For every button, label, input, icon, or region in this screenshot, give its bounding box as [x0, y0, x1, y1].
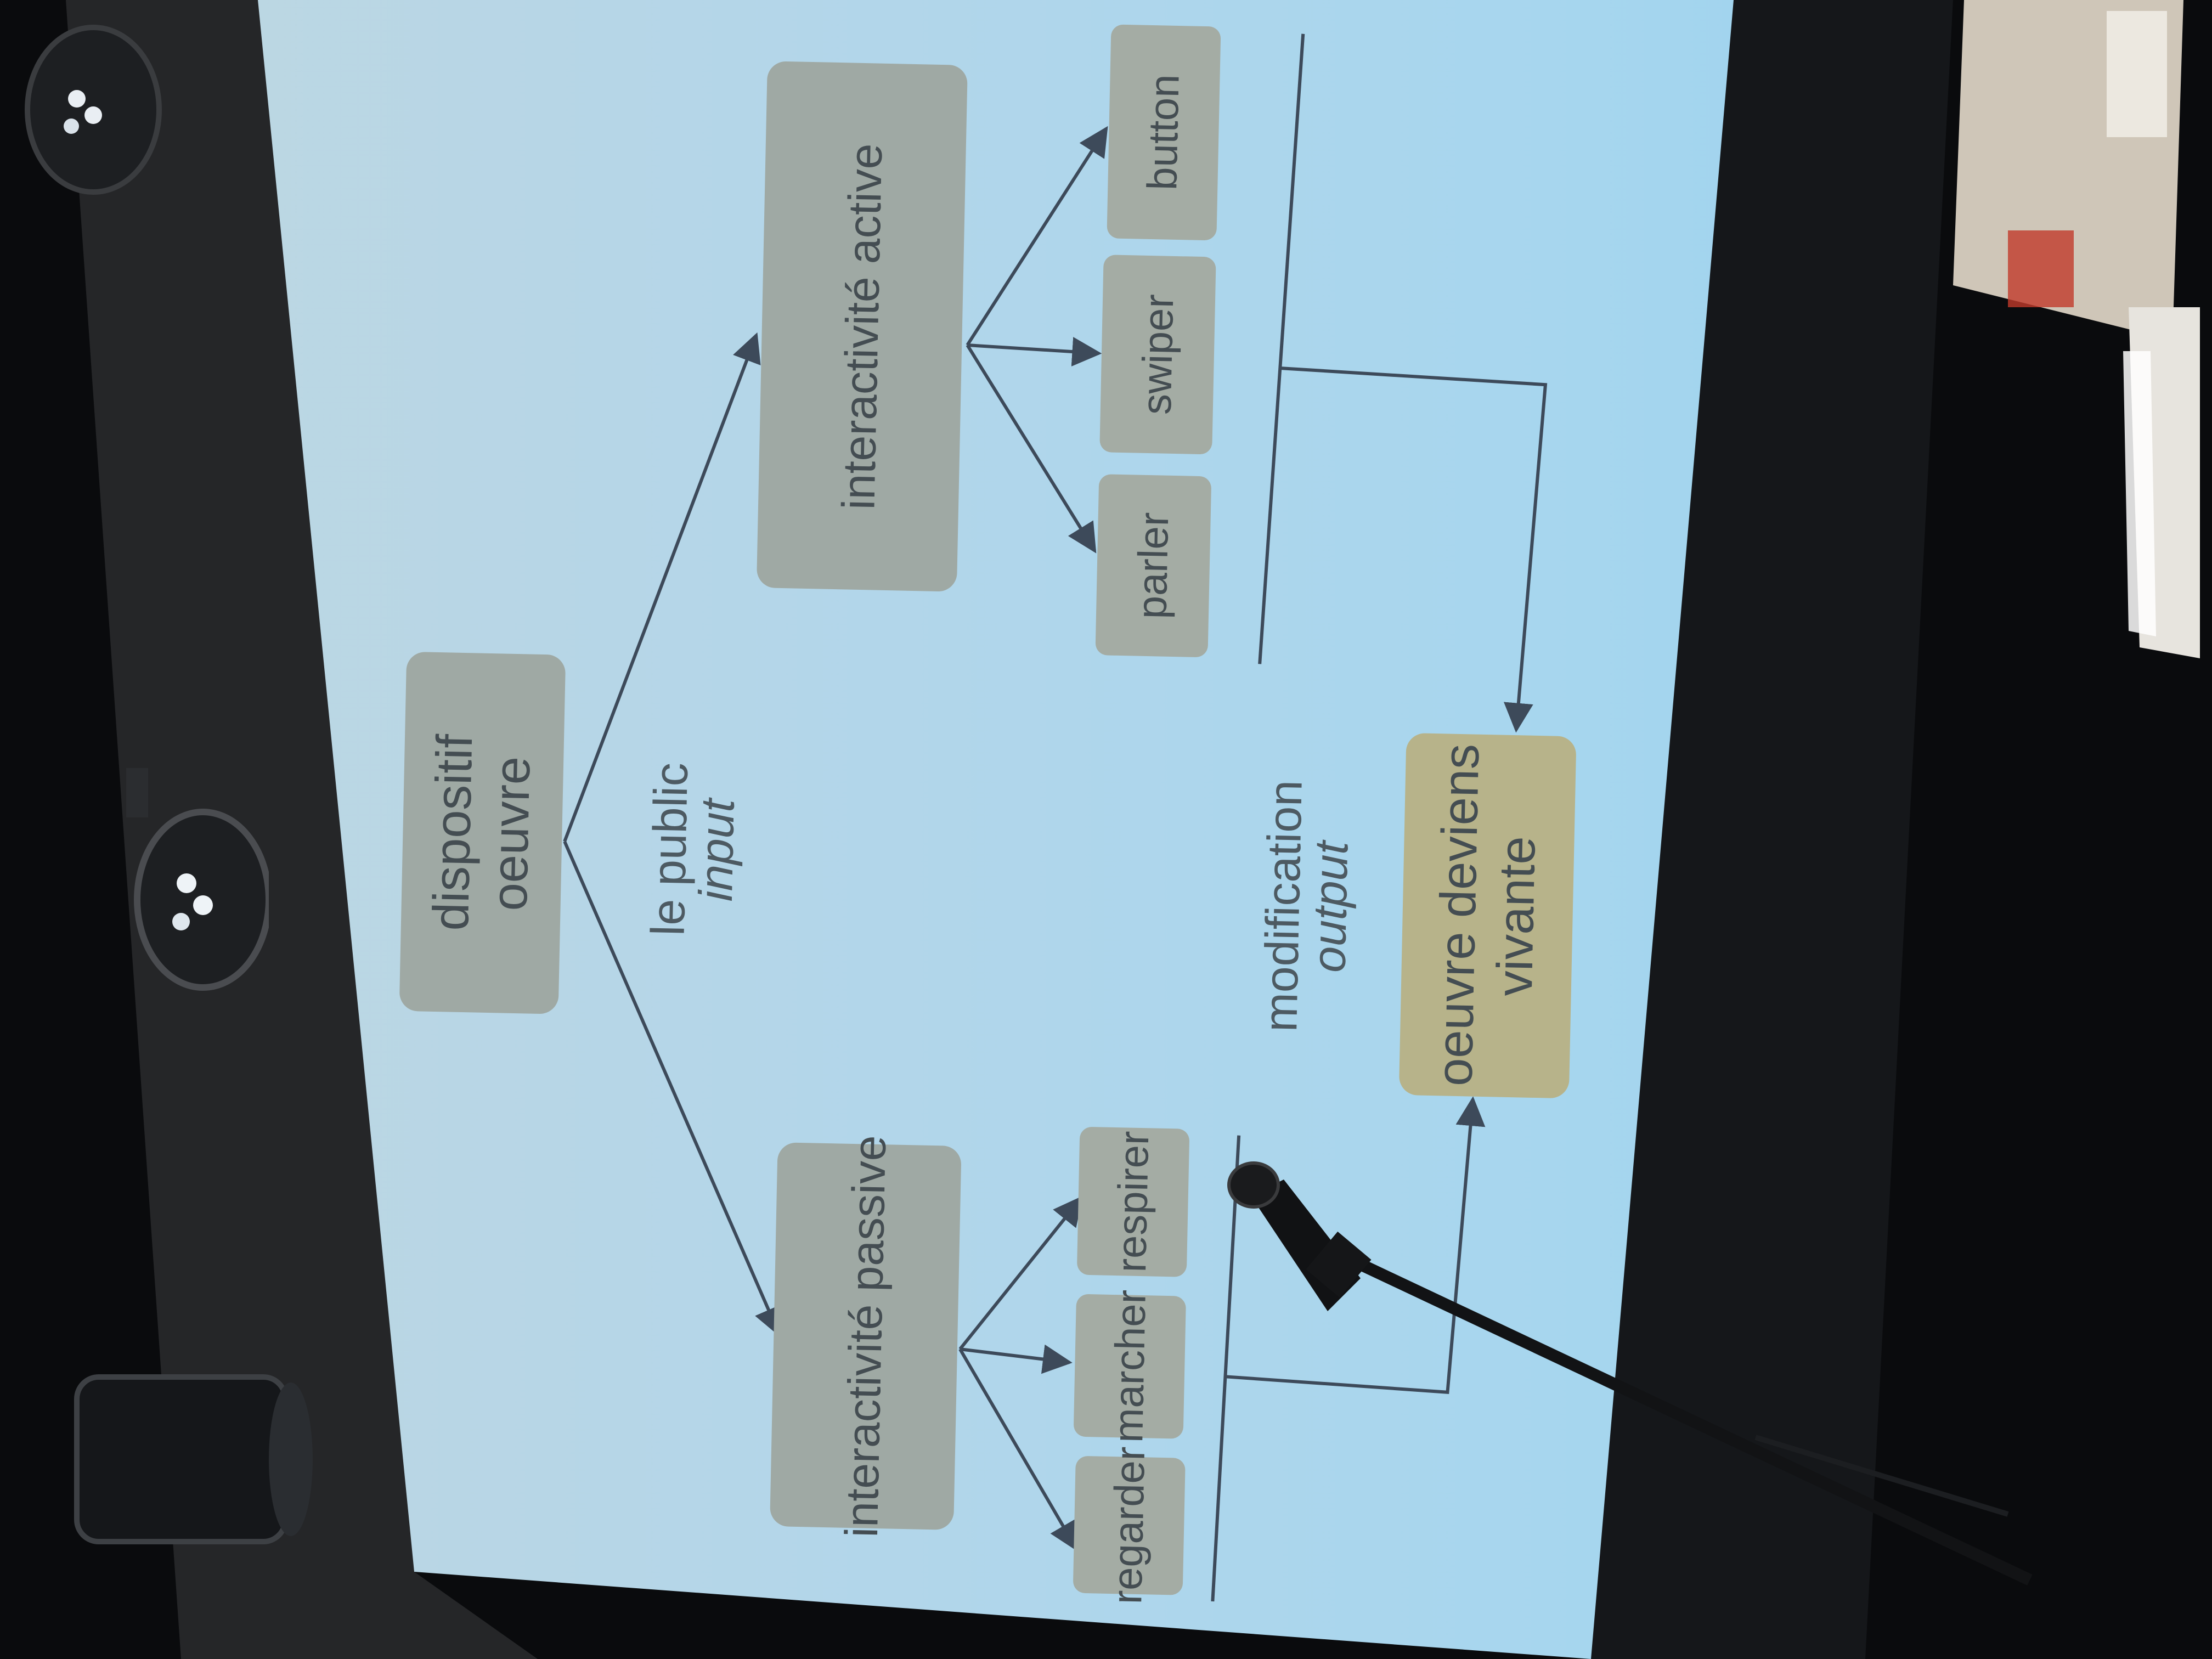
- cardboard-boxes-icon: [1953, 0, 2200, 658]
- stage-lamp-bottom-icon: [74, 1374, 313, 1544]
- edge-active-to-swiper: [967, 337, 1102, 366]
- stage-lamp-middle-icon: [126, 768, 269, 991]
- edge-passive-to-respirer: [958, 1195, 1084, 1351]
- bracket-passive: [1211, 1135, 1241, 1602]
- stage-lamp-top-icon: [25, 25, 162, 195]
- edge-passive-to-result: [1225, 1096, 1486, 1394]
- edge-passive-to-regarder: [958, 1348, 1079, 1552]
- edge-passive-to-marcher: [960, 1344, 1073, 1374]
- edge-root-to-active: [563, 332, 761, 842]
- edge-active-to-parler: [966, 344, 1097, 554]
- edge-active-to-button: [966, 126, 1108, 346]
- edge-root-to-passive: [563, 840, 782, 1338]
- bracket-active: [1258, 33, 1305, 664]
- edge-active-to-result: [1279, 366, 1548, 733]
